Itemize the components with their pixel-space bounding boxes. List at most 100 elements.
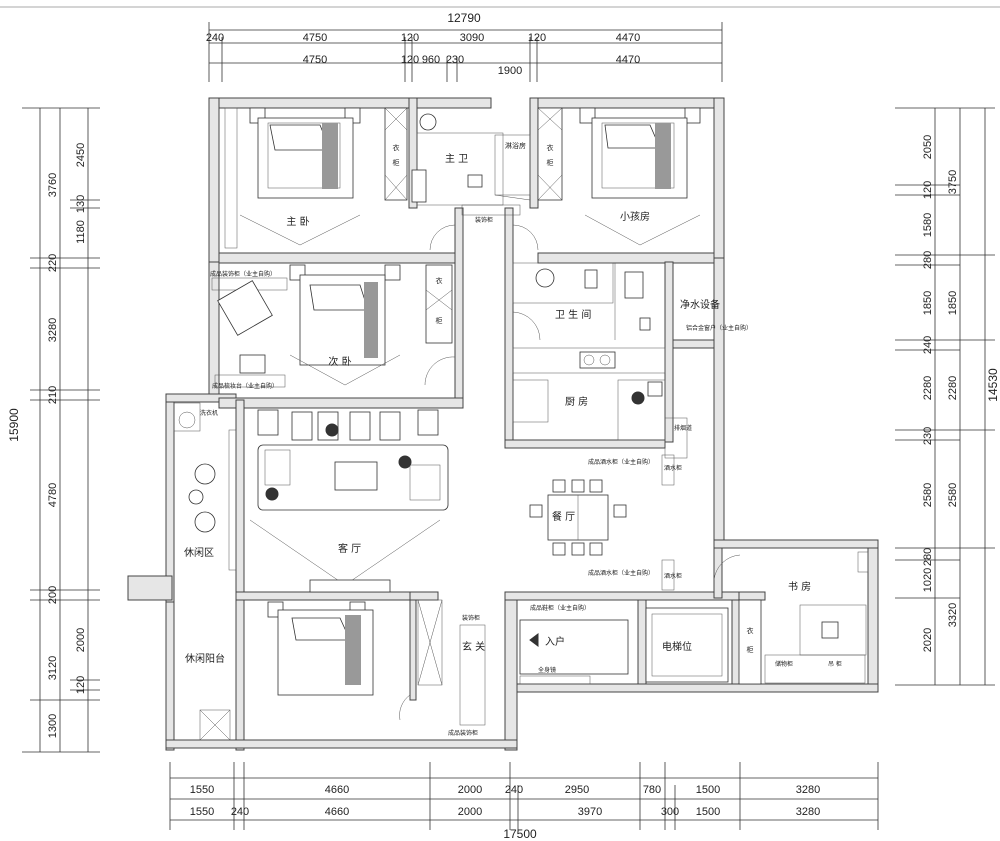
water-purifier-label: 净水设备	[680, 298, 720, 311]
right-in-6: 240	[922, 336, 934, 354]
bot-dim-3: 2000	[458, 784, 482, 796]
entrance-label: 入户	[545, 635, 565, 648]
bottom-total-dim: 17500	[503, 827, 537, 841]
leisure-balcony: 休闲阳台	[185, 652, 231, 741]
top-dim2-6: 4470	[616, 54, 640, 66]
shoe-cabinet-label: 成品鞋柜（业主自购）	[530, 604, 590, 612]
bot-dim2-1: 1550	[190, 806, 214, 818]
second-wardrobe-char-2: 柜	[436, 316, 443, 325]
left-dim-8: 1300	[47, 714, 59, 738]
second-bedroom-label: 次 卧	[328, 355, 351, 368]
dining-room: 成品酒水柜（业主自购） 酒水柜 餐 厅 成品酒水柜（业主自购） 酒水柜	[529, 454, 682, 591]
right-in-3: 120	[922, 181, 934, 199]
study-label: 书 房	[788, 580, 811, 593]
master-bedroom: 主 卧	[224, 107, 361, 249]
right-in-7: 2280	[922, 376, 934, 400]
master-bath: 衣 柜 主 卫 淋浴房 装饰柜	[384, 107, 539, 251]
leisure-area-label: 休闲区	[184, 546, 214, 559]
left-dimension-labels: 15900 3760 220 3280 210 4780 200 3120 13…	[7, 143, 87, 738]
left-dim-1: 3760	[47, 173, 59, 197]
right-in-2: 1580	[922, 213, 934, 237]
right-in-8: 230	[922, 427, 934, 445]
top-dim-6: 4470	[616, 32, 640, 44]
storage-cabinet-label: 储物柜	[775, 660, 793, 668]
left-dim-5: 4780	[47, 483, 59, 507]
top-dim-1: 240	[206, 32, 224, 44]
bot-dim-6: 780	[643, 784, 661, 796]
living-room: 客 厅	[249, 409, 449, 593]
wine-cabinet-label-2: 成品酒水柜（业主自购）	[588, 569, 654, 577]
bot-dim2-3: 4660	[325, 806, 349, 818]
living-room-label: 客 厅	[338, 542, 361, 555]
fridge-label: 排烟道	[674, 424, 692, 432]
top-dim2-5: 1900	[498, 65, 522, 77]
right-in-9: 2580	[922, 483, 934, 507]
kids-wardrobe-char-1: 衣	[547, 143, 554, 152]
bottom-dimension-labels: 1550 4660 2000 240 2950 780 1500 3280 15…	[190, 784, 820, 841]
wine-cabinet-side-2: 酒水柜	[664, 572, 682, 580]
top-dimension-labels: 12790 240 4750 120 3090 120 4470 4750 12…	[206, 11, 640, 77]
wine-cabinet-label-1: 成品酒水柜（业主自购）	[588, 458, 654, 466]
left-in-5: 2000	[75, 628, 87, 652]
hanging-cabinet-label: 吊 柜	[828, 660, 842, 668]
top-dim2-4: 230	[446, 54, 464, 66]
bottom-bedroom	[267, 601, 411, 721]
bathroom: 卫 生 间 净水设备 铝合金窗户（业主自购）	[512, 262, 752, 341]
dining-room-label: 餐 厅	[552, 510, 575, 523]
wine-cabinet-side-1: 酒水柜	[664, 464, 682, 472]
laundry-label: 洗衣机	[200, 409, 218, 417]
kitchen-label: 厨 房	[565, 395, 588, 408]
bot-dim2-2: 240	[231, 806, 249, 818]
decor-cabinet-label: 装饰柜	[475, 216, 493, 224]
left-in-4: 120	[75, 676, 87, 694]
right-out-5: 3320	[947, 603, 959, 627]
bot-dim2-8: 3280	[796, 806, 820, 818]
top-dim2-1: 4750	[303, 54, 327, 66]
right-in-5: 1850	[922, 291, 934, 315]
bathroom-label: 卫 生 间	[555, 308, 591, 321]
walls	[127, 97, 879, 751]
finished-decor-cabinet-label: 成品装饰柜（业主自购）	[210, 270, 276, 278]
right-dimension-labels: 14530 2050 1580 120 280 1850 240 2280 23…	[922, 135, 1000, 652]
entrance: 成品鞋柜（业主自购） 入户 全身镜	[519, 604, 629, 685]
left-dim-3: 3280	[47, 318, 59, 342]
right-in-10: 280	[922, 548, 934, 566]
left-in-2: 1180	[75, 220, 87, 244]
study: 书 房 衣 柜 储物柜 吊 柜	[713, 551, 869, 685]
bot-dim-5: 2950	[565, 784, 589, 796]
master-bedroom-label: 主 卧	[286, 215, 309, 228]
study-wardrobe-char-1: 衣	[747, 626, 754, 635]
top-dim-2: 4750	[303, 32, 327, 44]
full-mirror-label: 全身镜	[538, 666, 556, 674]
right-in-1: 2050	[922, 135, 934, 159]
right-in-4: 280	[922, 251, 934, 269]
bot-dim-7: 1500	[696, 784, 720, 796]
kids-room-label: 小孩房	[620, 210, 650, 223]
bot-dim2-5: 3970	[578, 806, 602, 818]
right-in-11: 1020	[922, 568, 934, 592]
second-wardrobe-char-1: 衣	[436, 276, 443, 285]
bot-dim-8: 3280	[796, 784, 820, 796]
foyer-label: 玄 关	[462, 640, 485, 653]
foyer: 装饰柜 玄 关 成品装饰柜	[417, 599, 486, 737]
left-dim-6: 200	[47, 586, 59, 604]
right-out-3: 2280	[947, 376, 959, 400]
right-total-dim: 14530	[986, 368, 1000, 402]
top-dim-4: 3090	[460, 32, 484, 44]
top-dim-3: 120	[401, 32, 419, 44]
kitchen: 厨 房 排烟道	[512, 347, 692, 459]
shower-label: 淋浴房	[505, 141, 526, 150]
bot-dim-4: 240	[505, 784, 523, 796]
dimension-lines	[0, 6, 1000, 830]
bot-dim2-6: 300	[661, 806, 679, 818]
finished-vanity-label: 成品梳妆台（业主自购）	[212, 382, 278, 390]
elevator: 电梯位	[645, 607, 729, 683]
left-dim-4: 210	[47, 386, 59, 404]
leisure-area: 洗衣机 休闲区	[173, 402, 237, 571]
top-dim2-3: 960	[422, 54, 440, 66]
wardrobe-char-1: 衣	[393, 143, 400, 152]
foyer-decor-label: 装饰柜	[462, 614, 480, 622]
left-total-dim: 15900	[7, 408, 21, 442]
aluminum-window-label: 铝合金窗户（业主自购）	[686, 324, 752, 332]
left-dim-7: 3120	[47, 656, 59, 680]
